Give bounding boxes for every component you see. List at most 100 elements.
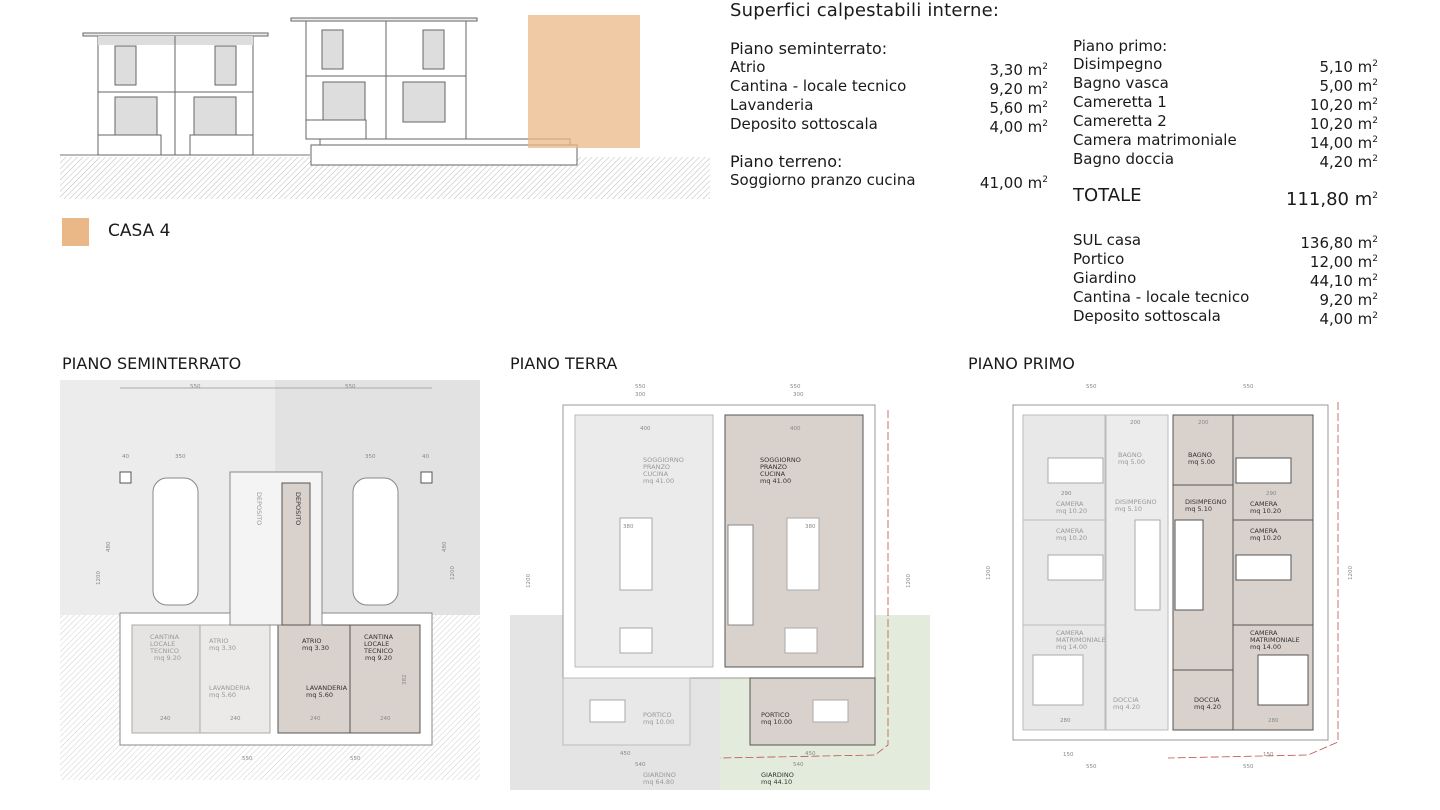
svg-text:CANTINA: CANTINA <box>150 633 180 641</box>
svg-text:DOCCIA: DOCCIA <box>1194 696 1220 704</box>
svg-text:550: 550 <box>190 384 201 390</box>
svg-text:mq 4.20: mq 4.20 <box>1194 703 1221 711</box>
svg-text:480: 480 <box>442 541 448 552</box>
svg-text:550: 550 <box>350 756 361 762</box>
svg-text:150: 150 <box>1063 752 1074 758</box>
svg-text:300: 300 <box>635 392 646 398</box>
svg-text:mq 41.00: mq 41.00 <box>760 477 791 485</box>
svg-text:240: 240 <box>160 716 171 722</box>
svg-text:MATRIMONIALE: MATRIMONIALE <box>1250 636 1300 644</box>
svg-text:CAMERA: CAMERA <box>1250 500 1278 508</box>
plan-title-primo: PIANO PRIMO <box>968 354 1075 373</box>
svg-text:1200: 1200 <box>906 574 912 588</box>
svg-text:mq 5.10: mq 5.10 <box>1115 505 1142 513</box>
svg-text:BAGNO: BAGNO <box>1188 451 1212 459</box>
svg-text:LAVANDERIA: LAVANDERIA <box>306 684 348 692</box>
svg-text:ATRIO: ATRIO <box>209 637 228 645</box>
svg-text:DEPOSITO: DEPOSITO <box>255 492 263 525</box>
svg-text:1200: 1200 <box>96 571 102 585</box>
svg-text:mq 5.00: mq 5.00 <box>1118 458 1145 466</box>
plan-title-seminterrato: PIANO SEMINTERRATO <box>62 354 242 373</box>
svg-text:40: 40 <box>422 454 429 460</box>
svg-text:PRANZO: PRANZO <box>760 463 787 471</box>
svg-text:540: 540 <box>793 762 804 768</box>
svg-text:480: 480 <box>106 541 112 552</box>
svg-text:GIARDINO: GIARDINO <box>643 771 676 779</box>
svg-text:550: 550 <box>635 384 646 390</box>
svg-text:ATRIO: ATRIO <box>302 637 321 645</box>
plan-seminterrato: 550 550 350 350 40 40 240 240 240 240 55… <box>60 380 480 780</box>
svg-text:CAMERA: CAMERA <box>1250 629 1278 637</box>
svg-text:150: 150 <box>1263 752 1274 758</box>
svg-text:1200: 1200 <box>450 566 456 580</box>
svg-text:300: 300 <box>793 392 804 398</box>
svg-text:280: 280 <box>1060 718 1071 724</box>
svg-text:PORTICO: PORTICO <box>761 711 790 719</box>
room-label-cantina-left: CANTINA LOCALE TECNICO mq 9.20 <box>149 633 181 662</box>
svg-text:mq 3.30: mq 3.30 <box>209 644 236 652</box>
svg-text:200: 200 <box>1198 420 1209 426</box>
svg-text:CAMERA: CAMERA <box>1056 629 1084 637</box>
svg-text:mq 10.00: mq 10.00 <box>643 718 674 726</box>
svg-text:MATRIMONIALE: MATRIMONIALE <box>1056 636 1106 644</box>
svg-text:550: 550 <box>1086 384 1097 390</box>
svg-text:mq 9.20: mq 9.20 <box>365 654 392 662</box>
legend-label: CASA 4 <box>108 221 171 241</box>
svg-text:mq 9.20: mq 9.20 <box>154 654 181 662</box>
svg-text:290: 290 <box>1061 491 1072 497</box>
svg-text:380: 380 <box>623 524 634 530</box>
svg-text:1200: 1200 <box>526 574 532 588</box>
svg-text:540: 540 <box>635 762 646 768</box>
svg-text:280: 280 <box>1268 718 1279 724</box>
svg-text:240: 240 <box>230 716 241 722</box>
svg-text:mq 14.00: mq 14.00 <box>1056 643 1087 651</box>
svg-text:290: 290 <box>1266 491 1277 497</box>
svg-text:200: 200 <box>1130 420 1141 426</box>
svg-text:1200: 1200 <box>986 566 992 580</box>
svg-text:450: 450 <box>620 751 631 757</box>
svg-text:PORTICO: PORTICO <box>643 711 672 719</box>
svg-text:382: 382 <box>402 675 408 686</box>
svg-text:mq 10.20: mq 10.20 <box>1056 507 1087 515</box>
room-label-soggiorno: SOGGIORNO PRANZO CUCINA mq 41.00 <box>760 456 801 485</box>
svg-text:LOCALE: LOCALE <box>150 640 175 648</box>
svg-text:PRANZO: PRANZO <box>643 463 670 471</box>
svg-text:CAMERA: CAMERA <box>1250 527 1278 535</box>
svg-text:550: 550 <box>1243 764 1254 770</box>
svg-text:DEPOSITO: DEPOSITO <box>294 492 302 525</box>
svg-text:DISIMPEGNO: DISIMPEGNO <box>1115 498 1157 506</box>
svg-text:CUCINA: CUCINA <box>760 470 786 478</box>
svg-text:mq 5.10: mq 5.10 <box>1185 505 1212 513</box>
casa-4-highlight <box>528 15 640 148</box>
svg-text:400: 400 <box>790 426 801 432</box>
svg-text:550: 550 <box>242 756 253 762</box>
svg-text:mq 5.60: mq 5.60 <box>306 691 333 699</box>
svg-text:mq 5.00: mq 5.00 <box>1188 458 1215 466</box>
svg-text:mq 10.00: mq 10.00 <box>761 718 792 726</box>
plan-terra: 550 550 300 300 400 400 380 380 450 450 … <box>510 384 930 790</box>
elevation-drawing <box>60 15 710 199</box>
svg-text:mq 41.00: mq 41.00 <box>643 477 674 485</box>
plan-title-terra: PIANO TERRA <box>510 354 618 373</box>
summary-title: Superfici calpestabili interne: <box>730 0 1000 21</box>
svg-text:550: 550 <box>1243 384 1254 390</box>
svg-text:350: 350 <box>365 454 376 460</box>
svg-text:240: 240 <box>310 716 321 722</box>
svg-text:550: 550 <box>345 384 356 390</box>
svg-text:350: 350 <box>175 454 186 460</box>
svg-text:BAGNO: BAGNO <box>1118 451 1142 459</box>
svg-text:380: 380 <box>805 524 816 530</box>
svg-text:mq 10.20: mq 10.20 <box>1250 507 1281 515</box>
svg-text:40: 40 <box>122 454 129 460</box>
svg-text:1200: 1200 <box>1348 566 1354 580</box>
svg-text:CAMERA: CAMERA <box>1056 527 1084 535</box>
svg-text:240: 240 <box>380 716 391 722</box>
svg-text:450: 450 <box>805 751 816 757</box>
svg-text:mq 4.20: mq 4.20 <box>1113 703 1140 711</box>
svg-text:mq 44.10: mq 44.10 <box>761 778 792 786</box>
svg-text:mq 14.00: mq 14.00 <box>1250 643 1281 651</box>
svg-text:LAVANDERIA: LAVANDERIA <box>209 684 251 692</box>
svg-text:CUCINA: CUCINA <box>643 470 669 478</box>
svg-text:DOCCIA: DOCCIA <box>1113 696 1139 704</box>
svg-text:mq 3.30: mq 3.30 <box>302 644 329 652</box>
